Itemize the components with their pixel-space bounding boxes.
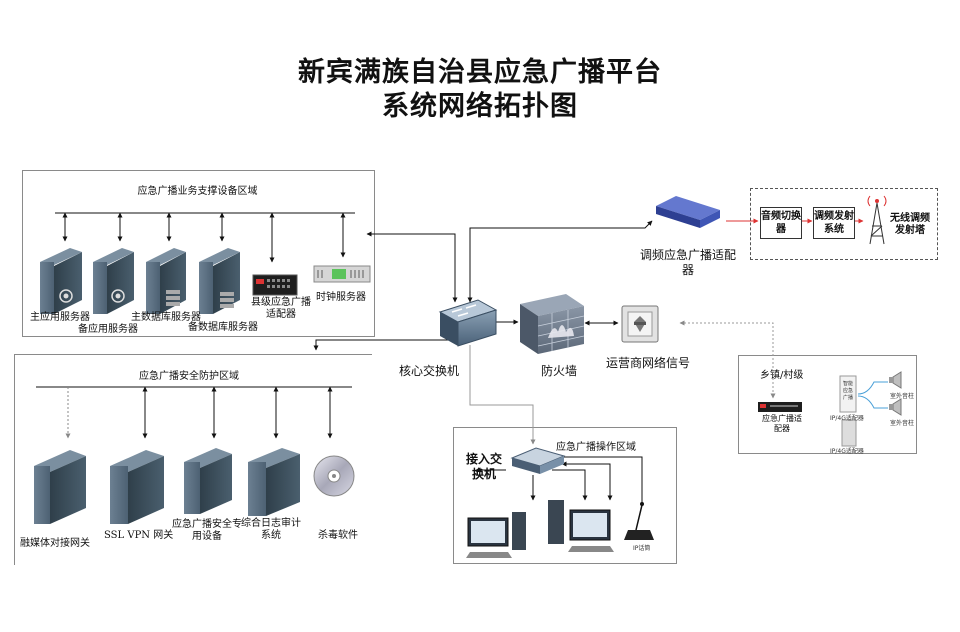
server-icon	[248, 448, 300, 516]
business-zone-title: 应急广播业务支撑设备区域	[137, 186, 258, 197]
town-adapter-label: 应急广播适配器	[762, 414, 802, 433]
carrier-signal-label: 运营商网络信号	[606, 356, 691, 370]
page-subtitle: 系统网络拓扑图	[382, 91, 578, 122]
speaker-2-label: 室外音柱	[890, 420, 915, 427]
ip-mic-icon	[624, 502, 654, 540]
server-icon	[184, 448, 232, 514]
cabinet-b-label: IP/4G适配器	[830, 448, 864, 455]
page-title: 新宾满族自治县应急广播平台	[298, 57, 662, 88]
speaker-icon	[889, 371, 902, 389]
server-icon	[146, 248, 186, 314]
core-switch-label: 核心交换机	[399, 364, 460, 378]
cd-icon	[313, 455, 355, 497]
media-gateway-label: 融媒体对接网关	[20, 538, 90, 549]
fm-adapter-icon	[656, 196, 720, 228]
server-icon	[40, 248, 82, 314]
pc-icon	[466, 512, 526, 558]
county-adapter-label: 县级应急广播适配器	[251, 297, 311, 320]
cabinet-a-label: IP/4G适配器	[830, 415, 864, 422]
fm-adapter-label: 调频应急广播适配器	[639, 248, 736, 277]
adapter-rack-icon	[252, 274, 298, 296]
fm-system-box: 调频发射系统	[813, 207, 855, 239]
backup-app-server-label: 备应用服务器	[78, 324, 138, 335]
log-audit-label: 综合日志审计系统	[241, 518, 301, 541]
firewall-label: 防火墙	[541, 364, 578, 378]
cabinet-text: 智能应急广播	[843, 381, 854, 401]
access-switch-label: 接入交换机	[465, 452, 502, 481]
antivirus-label: 杀毒软件	[318, 530, 358, 541]
tower-label: 无线调频发射塔	[890, 213, 930, 236]
pc-icon	[548, 500, 614, 552]
clock-server-icon	[313, 265, 371, 283]
speaker-1-label: 室外音柱	[890, 393, 915, 400]
operation-zone-title: 应急广播操作区域	[556, 442, 636, 453]
ip-mic-label: IP话筒	[633, 545, 651, 552]
carrier-signal-icon	[621, 305, 659, 343]
ssl-vpn-label: SSL VPN 网关	[104, 530, 174, 541]
tower-icon	[867, 195, 887, 245]
cabinet-icon	[839, 375, 857, 447]
server-icon	[34, 450, 86, 524]
town-adapter-icon	[758, 402, 802, 412]
core-switch-icon	[438, 299, 498, 347]
clock-server-label: 时钟服务器	[316, 292, 366, 303]
main-db-server-label: 主数据库服务器	[131, 312, 201, 323]
backup-db-server-label: 备数据库服务器	[188, 322, 258, 333]
security-device-label: 应急广播安全专用设备	[172, 519, 242, 542]
server-icon	[93, 248, 134, 314]
main-app-server-label: 主应用服务器	[30, 312, 90, 323]
speaker-icon	[889, 398, 902, 416]
server-icon	[199, 248, 240, 314]
town-zone-title: 乡镇/村级	[760, 370, 804, 381]
access-switch-icon	[510, 447, 566, 474]
firewall-icon	[520, 294, 585, 354]
security-zone-title: 应急广播安全防护区域	[139, 371, 239, 382]
server-icon	[110, 450, 164, 524]
audio-switch-box: 音频切换器	[760, 207, 802, 239]
